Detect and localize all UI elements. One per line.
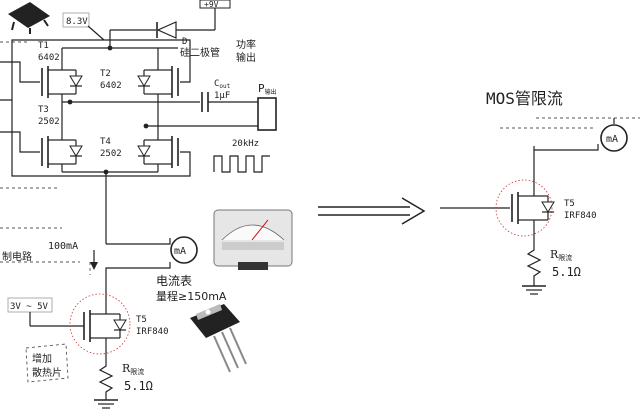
current-arrowhead xyxy=(90,262,98,270)
right-title: MOS管限流 xyxy=(486,89,563,108)
current-label: 100mA xyxy=(48,241,78,252)
mosfet-t3 xyxy=(41,126,83,172)
left-mid-node xyxy=(67,99,73,105)
power-out-line1: 功率 xyxy=(236,38,256,51)
meter-out-wire xyxy=(105,262,171,296)
resistor-ref: R限流 xyxy=(122,362,144,376)
heatsink-note-box xyxy=(25,343,69,383)
sot23-chip-icon xyxy=(8,2,50,34)
meter-in-wire xyxy=(106,238,171,245)
gate-range: 3V ~ 5V xyxy=(10,302,49,312)
right-t5-part: IRF840 xyxy=(564,211,597,221)
right-resistor-ref: R限流 xyxy=(550,248,572,262)
t4-part: 2502 xyxy=(100,149,122,159)
voltage-tag-leader xyxy=(87,25,105,41)
t3-name: T3 xyxy=(38,105,49,115)
heatsink-line2: 散热片 xyxy=(32,366,62,379)
t5-part: IRF840 xyxy=(136,327,169,337)
power-out-line2: 输出 xyxy=(236,51,256,64)
heatsink-line1: 增加 xyxy=(32,352,52,365)
transform-arrow-icon xyxy=(318,197,426,225)
right-meter-unit: mA xyxy=(606,134,618,145)
gate-wire-t1 xyxy=(0,61,40,83)
t1-name: T1 xyxy=(38,41,49,51)
ammeter-symbol xyxy=(170,236,198,264)
piezo-transducer xyxy=(257,97,277,131)
meter-line1: 电流表 xyxy=(156,274,192,288)
cap-value: 1μF xyxy=(214,91,230,101)
meter-unit: mA xyxy=(174,246,186,257)
right-mosfet-t5 xyxy=(511,192,555,246)
right-t5-halo xyxy=(495,179,553,237)
mosfet-t1 xyxy=(41,48,83,102)
t5-name: T5 xyxy=(136,315,147,325)
control-circuit-label: 制电路 xyxy=(2,250,32,263)
right-meter-wire xyxy=(533,144,599,151)
t4-name: T4 xyxy=(100,137,111,147)
t2-name: T2 xyxy=(100,69,111,79)
silicon-diode-symbol xyxy=(110,21,215,39)
mosfet-t4 xyxy=(137,126,179,172)
top-rail-node xyxy=(107,45,113,51)
diode-ref: D xyxy=(182,37,187,47)
right-t5-name: T5 xyxy=(564,199,575,209)
to220-package-photo xyxy=(190,304,247,373)
t1-part: 6402 xyxy=(38,53,60,63)
freq-label: 20kHz xyxy=(232,139,259,149)
meter-line2: 量程≥150mA xyxy=(156,290,227,303)
supply-label: +9V xyxy=(204,0,219,9)
gate-wire-t3 xyxy=(0,131,40,153)
resistor-value: 5.1Ω xyxy=(124,379,153,393)
output-capacitor-symbol xyxy=(201,92,258,112)
square-wave xyxy=(213,155,270,173)
gate-wire-t2 xyxy=(11,39,191,100)
diode-desc: 硅二极管 xyxy=(180,46,220,59)
voltage-tag-box xyxy=(62,12,90,28)
right-mid-node xyxy=(143,123,149,129)
voltage-tag: 8.3V xyxy=(66,17,88,27)
right-ammeter-symbol xyxy=(600,124,628,152)
right-limit-resistor-symbol xyxy=(526,246,542,286)
limit-resistor-symbol xyxy=(98,362,114,400)
gate-wire-t4 xyxy=(0,99,191,177)
cap-ref: Cout xyxy=(214,79,231,90)
t2-part: 6402 xyxy=(100,81,122,91)
t3-part: 2502 xyxy=(38,117,60,127)
piezo-ref: P输出 xyxy=(258,82,277,96)
t5-heat-halo xyxy=(69,293,131,355)
analog-ammeter-photo xyxy=(213,209,293,270)
mosfet-t2 xyxy=(137,48,179,102)
right-resistor-value: 5.1Ω xyxy=(552,265,581,279)
mosfet-t5 xyxy=(83,296,127,362)
